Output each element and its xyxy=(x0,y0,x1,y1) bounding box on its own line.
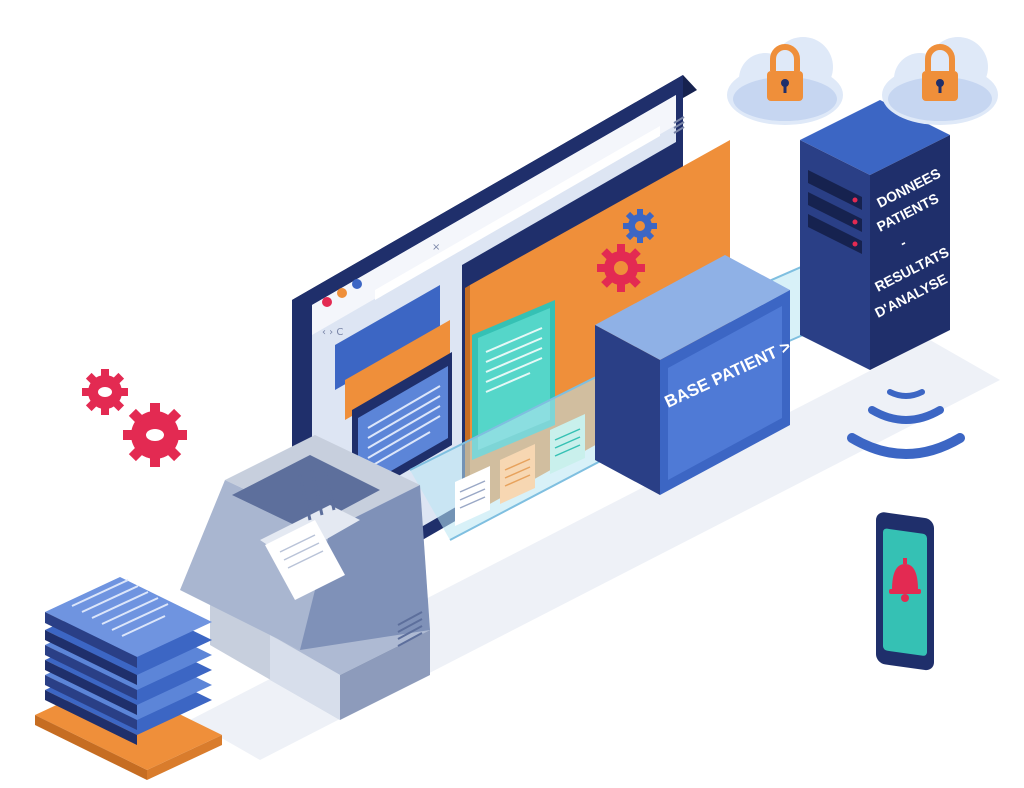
gear-icon xyxy=(597,244,645,292)
server-icon: DONNEES PATIENTS - RESULTATS D'ANALYSE xyxy=(800,100,951,370)
svg-text:×: × xyxy=(432,242,440,253)
bell-icon xyxy=(889,558,921,602)
svg-text:‹ › C: ‹ › C xyxy=(322,327,343,338)
phone-icon xyxy=(876,512,934,671)
gear-icon xyxy=(123,403,187,467)
gear-icon xyxy=(623,209,657,243)
maximize-dot xyxy=(352,279,362,289)
minimize-dot xyxy=(337,288,347,298)
cloud-lock-icon xyxy=(882,37,998,125)
gear-icon xyxy=(82,369,128,415)
server-label-3: - xyxy=(897,234,909,251)
scanner-icon xyxy=(180,435,430,720)
close-dot xyxy=(322,297,332,307)
document-stack-icon xyxy=(35,577,222,780)
wifi-signal-icon xyxy=(847,389,965,459)
cloud-lock-icon xyxy=(727,37,843,125)
base-patient-box: BASE PATIENT > xyxy=(595,255,794,495)
